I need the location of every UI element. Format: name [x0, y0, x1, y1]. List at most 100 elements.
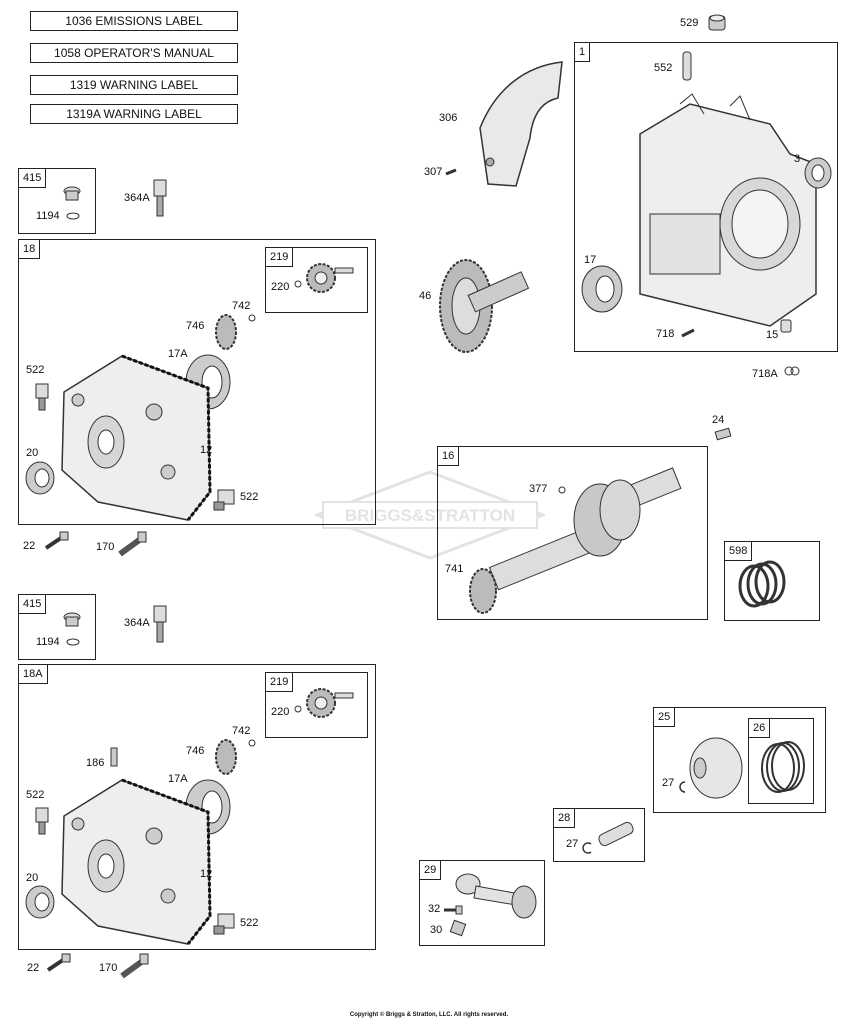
- part-170-bottom: 170: [99, 962, 118, 974]
- part-186: 186: [86, 757, 105, 769]
- group-18-tag: 18: [18, 239, 41, 259]
- part-20-top: 20: [26, 447, 39, 459]
- group-26-tag: 26: [748, 718, 771, 738]
- part-30: 30: [430, 924, 443, 936]
- part-220-bottom: 220: [271, 706, 290, 718]
- drain-plug-icon: [118, 531, 147, 557]
- bushing-icon: [708, 14, 726, 31]
- part-746-bottom: 746: [186, 745, 205, 757]
- part-552: 552: [654, 62, 673, 74]
- group-29-tag: 29: [419, 860, 442, 880]
- sensor-connector-icon: [213, 489, 235, 511]
- dipstick-tube-icon: [153, 179, 167, 217]
- piston-icon: [689, 737, 743, 799]
- piston-rings-icon: [738, 560, 786, 608]
- o-ring-icon: [66, 212, 80, 220]
- warning-label-box: 1319 WARNING LABEL: [30, 75, 238, 95]
- group-26-rings: 26: [748, 718, 814, 804]
- brand-watermark: BRIGGS&STRATTON: [315, 470, 545, 560]
- cylinder-block-icon: [639, 93, 817, 327]
- part-364a-top: 364A: [124, 192, 150, 204]
- part-742-bottom: 742: [232, 725, 251, 737]
- crankshaft-icon: [488, 467, 682, 591]
- oil-sensor-icon: [35, 383, 49, 411]
- crankcase-cover-icon: [61, 778, 212, 945]
- group-28-pin: 28: [553, 808, 645, 862]
- group-16-tag: 16: [437, 446, 460, 466]
- dipper-icon: [449, 919, 467, 937]
- bolt-icon: [44, 531, 69, 550]
- part-220-top: 220: [271, 281, 290, 293]
- part-1194-top: 1194: [36, 210, 60, 222]
- part-20-bottom: 20: [26, 872, 39, 884]
- part-3: 3: [794, 153, 801, 165]
- oil-sensor-icon: [35, 807, 49, 835]
- crank-gear-icon: [469, 568, 497, 614]
- part-12-bottom: 12: [200, 868, 213, 880]
- group-28-tag: 28: [553, 808, 576, 828]
- copyright-text: Copyright © Briggs & Stratton, LLC. All …: [349, 1012, 509, 1018]
- bearing-icon: [581, 265, 623, 313]
- oil-seal-icon: [25, 885, 55, 919]
- part-522-top-left: 522: [26, 364, 45, 376]
- part-24: 24: [712, 414, 725, 426]
- part-46: 46: [419, 290, 432, 302]
- rod-bolt-icon: [444, 905, 463, 915]
- sensor-connector-icon: [213, 913, 235, 935]
- part-15: 15: [766, 329, 779, 341]
- group-18: 18: [18, 239, 376, 525]
- cam-gear-icon: [215, 314, 256, 350]
- group-598-rings: 598: [724, 541, 820, 621]
- group-415-top: 415: [18, 168, 96, 234]
- operators-manual-box: 1058 OPERATOR'S MANUAL: [30, 43, 238, 63]
- o-ring-icon: [66, 638, 80, 646]
- dowel-icon: [780, 319, 792, 333]
- camshaft-icon: [439, 259, 530, 353]
- governor-gear-icon: [294, 688, 354, 718]
- pin-pair-icon: [784, 366, 800, 376]
- part-718a: 718A: [752, 368, 778, 380]
- oil-seal-icon: [25, 461, 55, 495]
- part-12-top: 12: [200, 444, 213, 456]
- group-25-piston: 25: [653, 707, 826, 813]
- screw-icon: [445, 168, 457, 176]
- part-27-piston: 27: [662, 777, 675, 789]
- retainer-clip-icon: [582, 842, 592, 854]
- group-18a-tag: 18A: [18, 664, 48, 684]
- group-219-bottom: 219: [265, 672, 368, 738]
- part-741: 741: [445, 563, 464, 575]
- group-29-conrod: 29: [419, 860, 545, 946]
- crankcase-cover-icon: [61, 354, 212, 521]
- group-415-bottom-tag: 415: [18, 594, 47, 614]
- retainer-clip-icon: [679, 781, 686, 793]
- governor-gear-icon: [294, 263, 354, 293]
- part-522-bottom-right: 522: [240, 917, 259, 929]
- part-170-top: 170: [96, 541, 115, 553]
- part-364a-bottom: 364A: [124, 617, 150, 629]
- part-742-top: 742: [232, 300, 251, 312]
- oil-fill-cap-icon: [63, 612, 81, 627]
- part-522-bottom-left: 522: [26, 789, 45, 801]
- bolt-icon: [46, 953, 71, 972]
- drain-plug-icon: [120, 953, 149, 979]
- key-icon: [714, 427, 732, 441]
- cylinder-shield-icon: [479, 61, 563, 187]
- part-17a-top: 17A: [168, 348, 188, 360]
- dipstick-tube-icon: [153, 605, 167, 643]
- warning-label-a-box: 1319A WARNING LABEL: [30, 104, 238, 124]
- part-17a-bottom: 17A: [168, 773, 188, 785]
- part-522-top-right: 522: [240, 491, 259, 503]
- part-1194-bottom: 1194: [36, 636, 60, 648]
- part-22-top: 22: [23, 540, 36, 552]
- group-1-cylinder: 1: [574, 42, 838, 352]
- group-16-crankshaft: 16: [437, 446, 708, 620]
- oil-seal-icon: [804, 157, 832, 189]
- group-219-bottom-tag: 219: [265, 672, 294, 692]
- part-22-bottom: 22: [27, 962, 40, 974]
- oil-fill-cap-icon: [63, 186, 81, 201]
- cam-gear-icon: [215, 739, 256, 775]
- part-718: 718: [656, 328, 675, 340]
- breather-fitting-icon: [110, 747, 118, 767]
- part-529: 529: [680, 17, 699, 29]
- part-27-pin: 27: [566, 838, 579, 850]
